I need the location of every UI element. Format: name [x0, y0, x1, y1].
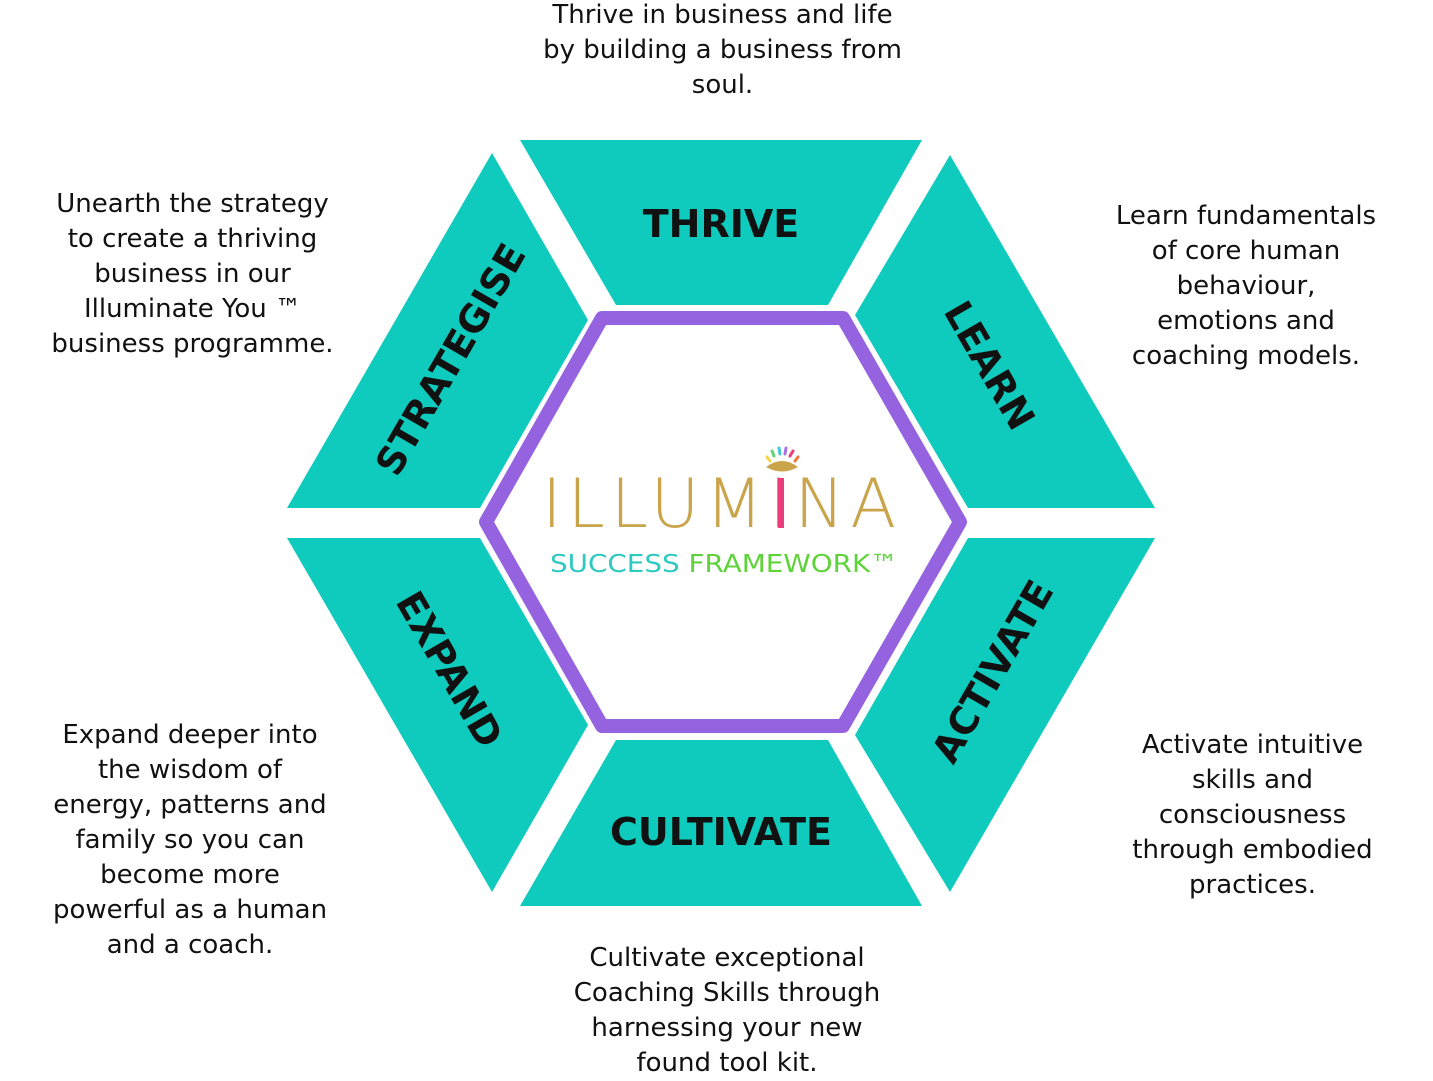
desc-expand: Expand deeper into the wisdom of energy,… — [52, 720, 328, 960]
desc-thrive: Thrive in business and life by building … — [543, 0, 902, 100]
label-cultivate: CULTIVATE — [610, 810, 832, 854]
desc-learn: Learn fundamentals of core human behavio… — [1115, 201, 1377, 371]
desc-cultivate: Cultivate exceptional Coaching Skills th… — [573, 943, 881, 1078]
label-thrive: THRIVE — [643, 202, 800, 246]
segment-strategise — [287, 153, 588, 508]
segment-thrive — [520, 140, 922, 305]
segment-activate — [855, 538, 1155, 892]
segment-expand — [287, 538, 588, 892]
desc-strategise: Unearth the strategy to create a thrivin… — [51, 189, 334, 359]
segment-cultivate — [520, 740, 922, 906]
logo-subtitle: SUCCESS FRAMEWORK™ — [550, 549, 898, 578]
eye-icon — [765, 446, 800, 472]
logo-pink-i — [778, 478, 784, 528]
logo-subtitle-framework: FRAMEWORK™ — [689, 549, 898, 578]
logo-title: ILLUMINA — [542, 465, 902, 544]
logo-subtitle-success: SUCCESS — [550, 549, 680, 578]
center-hexagon-ring — [479, 311, 967, 733]
segment-learn — [855, 155, 1155, 508]
desc-activate: Activate intuitive skills and consciousn… — [1132, 730, 1373, 900]
